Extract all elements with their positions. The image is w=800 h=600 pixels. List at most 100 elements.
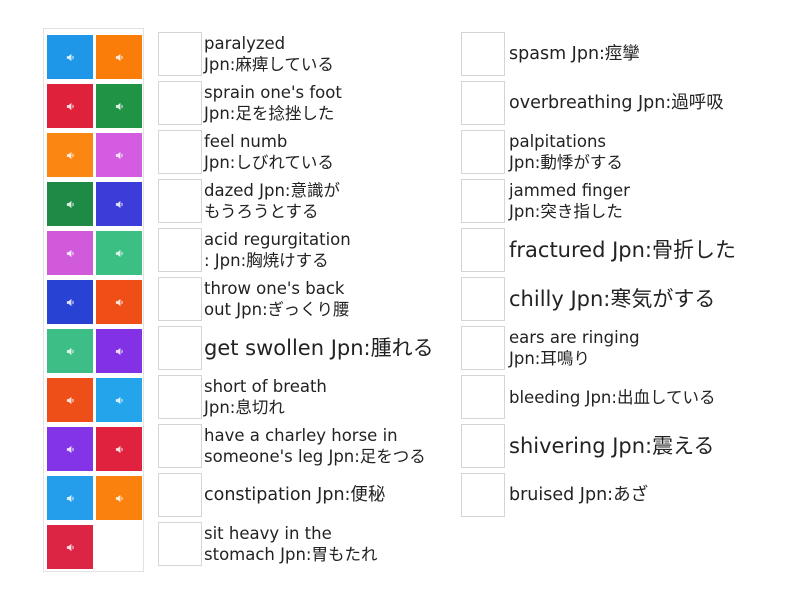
audio-tile[interactable]: [47, 182, 93, 226]
audio-tile[interactable]: [47, 525, 93, 569]
audio-tile[interactable]: [47, 378, 93, 422]
audio-tile[interactable]: [47, 329, 93, 373]
audio-tile[interactable]: [96, 133, 142, 177]
audio-tile[interactable]: [96, 280, 142, 324]
term-line: Jpn:突き指した: [509, 202, 623, 221]
term-line: shivering Jpn:震える: [509, 434, 715, 458]
left-term-label: throw one's back out Jpn:ぎっくり腰: [204, 278, 349, 320]
audio-tile-panel: [43, 28, 144, 572]
audio-tile[interactable]: [96, 84, 142, 128]
left-drop-slot[interactable]: [158, 32, 202, 76]
term-line: dazed Jpn:意識が: [204, 181, 340, 200]
term-line: paralyzed: [204, 34, 286, 53]
speaker-icon: [115, 200, 123, 208]
term-line: throw one's back: [204, 279, 345, 298]
term-line: palpitations: [509, 132, 607, 151]
right-drop-slot[interactable]: [461, 424, 505, 468]
audio-tile[interactable]: [47, 280, 93, 324]
speaker-icon: [66, 494, 74, 502]
audio-tile[interactable]: [47, 35, 93, 79]
term-line: bruised Jpn:あざ: [509, 485, 649, 505]
right-drop-slot[interactable]: [461, 179, 505, 223]
right-drop-slot[interactable]: [461, 32, 505, 76]
right-drop-slot[interactable]: [461, 375, 505, 419]
audio-tile[interactable]: [47, 427, 93, 471]
speaker-icon: [115, 102, 123, 110]
left-drop-slot[interactable]: [158, 375, 202, 419]
audio-tile[interactable]: [96, 231, 142, 275]
speaker-icon: [115, 347, 123, 355]
left-drop-slot[interactable]: [158, 277, 202, 321]
left-drop-slot[interactable]: [158, 326, 202, 370]
term-line: Jpn:しびれている: [204, 153, 334, 172]
speaker-icon: [66, 543, 74, 551]
term-line: jammed finger: [509, 181, 630, 200]
left-drop-slot[interactable]: [158, 424, 202, 468]
term-line: feel numb: [204, 132, 288, 151]
term-line: constipation Jpn:便秘: [204, 485, 386, 505]
term-line: ears are ringing: [509, 328, 640, 347]
audio-tile[interactable]: [96, 182, 142, 226]
term-line: out Jpn:ぎっくり腰: [204, 300, 350, 319]
speaker-icon: [115, 249, 123, 257]
speaker-icon: [66, 445, 74, 453]
left-drop-slot[interactable]: [158, 522, 202, 566]
right-drop-slot[interactable]: [461, 130, 505, 174]
term-line: もうろうとする: [204, 202, 319, 221]
term-line: someone's leg Jpn:足をつる: [204, 447, 426, 466]
audio-tile[interactable]: [47, 133, 93, 177]
audio-tile[interactable]: [96, 427, 142, 471]
speaker-icon: [115, 151, 123, 159]
term-line: short of breath: [204, 377, 327, 396]
audio-tile[interactable]: [96, 329, 142, 373]
left-term-label: constipation Jpn:便秘: [204, 484, 385, 506]
speaker-icon: [66, 151, 74, 159]
left-drop-slot[interactable]: [158, 130, 202, 174]
speaker-icon: [66, 396, 74, 404]
left-term-label: get swollen Jpn:腫れる: [204, 335, 434, 361]
audio-tile[interactable]: [47, 476, 93, 520]
left-term-label: have a charley horse in someone's leg Jpn…: [204, 425, 426, 467]
right-drop-slot[interactable]: [461, 326, 505, 370]
term-line: sprain one's foot: [204, 83, 342, 102]
speaker-icon: [66, 53, 74, 61]
audio-tile[interactable]: [96, 35, 142, 79]
right-term-label: chilly Jpn:寒気がする: [509, 286, 715, 312]
right-drop-slot[interactable]: [461, 81, 505, 125]
right-drop-slot[interactable]: [461, 228, 505, 272]
right-term-label: overbreathing Jpn:過呼吸: [509, 92, 724, 114]
left-drop-slot[interactable]: [158, 473, 202, 517]
speaker-icon: [115, 396, 123, 404]
term-line: chilly Jpn:寒気がする: [509, 287, 716, 311]
audio-tile[interactable]: [96, 378, 142, 422]
speaker-icon: [66, 200, 74, 208]
term-line: : Jpn:胸焼けする: [204, 251, 329, 270]
left-drop-slot[interactable]: [158, 228, 202, 272]
audio-tile[interactable]: [96, 476, 142, 520]
left-drop-slot[interactable]: [158, 81, 202, 125]
term-line: acid regurgitation: [204, 230, 351, 249]
term-line: Jpn:耳鳴り: [509, 349, 590, 368]
speaker-icon: [115, 445, 123, 453]
term-line: get swollen Jpn:腫れる: [204, 336, 434, 360]
left-drop-slot[interactable]: [158, 179, 202, 223]
speaker-icon: [66, 298, 74, 306]
right-term-label: fractured Jpn:骨折した: [509, 237, 736, 263]
term-line: have a charley horse in: [204, 426, 398, 445]
right-term-label: spasm Jpn:痙攣: [509, 43, 640, 65]
speaker-icon: [66, 102, 74, 110]
audio-tile[interactable]: [47, 84, 93, 128]
right-drop-slot[interactable]: [461, 277, 505, 321]
audio-tile[interactable]: [47, 231, 93, 275]
term-line: bleeding Jpn:出血している: [509, 387, 716, 407]
right-drop-slot[interactable]: [461, 473, 505, 517]
speaker-icon: [115, 53, 123, 61]
term-line: fractured Jpn:骨折した: [509, 238, 736, 262]
term-line: stomach Jpn:胃もたれ: [204, 545, 378, 564]
